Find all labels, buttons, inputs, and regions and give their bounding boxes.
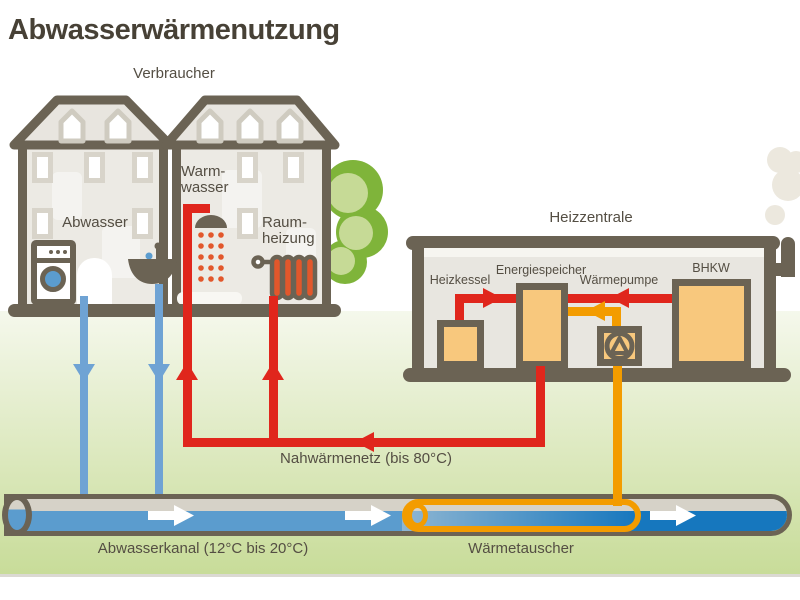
bhkw-box: [672, 279, 751, 368]
flow-arrow-right-icon: [148, 505, 194, 526]
ground-shadow-edge: [0, 574, 800, 577]
heat-exchanger: [402, 499, 641, 532]
dormer-window-icon: [236, 108, 264, 144]
flow-arrow-down-icon: [73, 364, 95, 382]
abwasser-label: Abwasser: [62, 214, 128, 231]
heat-exchanger-riser-pipe: [613, 366, 622, 506]
window: [32, 152, 53, 183]
window: [32, 208, 53, 239]
dormer-window-icon: [196, 108, 224, 144]
flow-arrow-left-icon: [355, 432, 374, 452]
shower-head-icon: [195, 215, 227, 228]
radiator-icon: [251, 254, 318, 301]
dormer-window-icon: [58, 108, 86, 144]
buildings-base: [8, 304, 341, 317]
plant-label: Heizzentrale: [549, 209, 633, 226]
heizkessel-box: [437, 320, 484, 368]
window: [283, 152, 304, 183]
flow-arrow-left-icon: [610, 288, 629, 308]
heat-pipe-shower: [183, 204, 192, 447]
warmwasser-label: Warm- wasser: [181, 163, 229, 196]
plant-wall-left: [412, 244, 424, 370]
sink-icon: [128, 242, 177, 284]
bhkw-label: BHKW: [692, 261, 730, 275]
plant-roof: [406, 236, 780, 250]
energiespeicher-label: Energiespeicher: [495, 263, 587, 277]
sewer-label: Abwasserkanal (12°C bis 20°C): [97, 540, 309, 557]
wastewater-pipe-right: [155, 284, 163, 500]
washer-door: [40, 266, 66, 292]
window: [237, 208, 258, 239]
consumers-label: Verbraucher: [133, 65, 215, 82]
heat-network-label: Nahwärmenetz (bis 80°C): [280, 450, 452, 467]
flow-arrow-down-icon: [148, 364, 170, 382]
energiespeicher-box: [516, 283, 568, 368]
water-drop-icon: [145, 252, 153, 260]
sewer-water-cold: [9, 511, 402, 531]
chimney-icon: [781, 237, 795, 277]
plant-roof-strip: [424, 248, 764, 257]
shower-pipe: [183, 204, 210, 213]
shower-drops-icon: [198, 232, 224, 282]
window: [84, 152, 105, 183]
plant-base: [403, 368, 791, 382]
wall-texture: [52, 172, 82, 220]
washing-machine-icon: [31, 240, 76, 305]
sewer-pipe-opening: [2, 494, 32, 536]
raumheizung-label: Raum- heizung: [262, 214, 315, 247]
flow-arrow-up-icon: [262, 362, 284, 380]
heat-exchanger-end-cap: [407, 503, 428, 528]
shower-tray: [177, 292, 242, 305]
pump-icon: [604, 331, 635, 361]
tree-icon: [323, 160, 388, 284]
flow-arrow-right-icon: [650, 505, 696, 526]
page-title: Abwasserwärmenutzung: [8, 14, 340, 46]
dormer-window-icon: [276, 108, 304, 144]
heat-exchanger-label: Wärmetauscher: [468, 540, 574, 557]
window: [237, 152, 258, 183]
flow-arrow-right-icon: [345, 505, 391, 526]
wastewater-pipe-left: [80, 296, 88, 500]
heizkessel-label: Heizkessel: [429, 273, 491, 287]
dormer-window-icon: [104, 108, 132, 144]
flow-arrow-right-icon: [483, 288, 502, 308]
roofs: [9, 95, 340, 150]
boiler-pipe: [455, 297, 464, 323]
flow-arrow-up-icon: [176, 362, 198, 380]
waermepumpe-label: Wärmepumpe: [579, 273, 659, 287]
window: [132, 208, 153, 239]
window: [132, 152, 153, 183]
heat-pipe-storage: [536, 366, 545, 447]
smoke-icon: [765, 147, 800, 225]
radiator-valve: [251, 255, 265, 269]
flow-arrow-left-icon: [586, 301, 605, 321]
heatpump-pipe: [612, 307, 621, 329]
